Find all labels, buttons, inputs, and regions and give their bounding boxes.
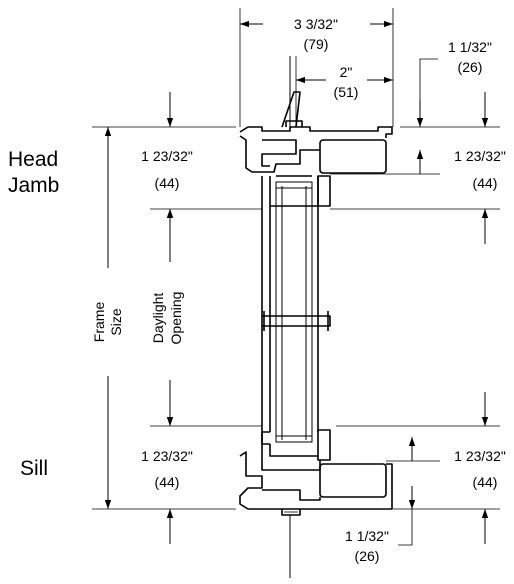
dim-sill-right: 1 23/32" (44) <box>454 392 506 544</box>
dim-head-right: 1 23/32" (44) <box>454 92 506 244</box>
dim-head-right-mm: (44) <box>473 175 498 191</box>
dim-overall-depth-fraction: 3 3/32" <box>294 16 338 32</box>
dim-sill-left-mm: (44) <box>155 474 180 490</box>
dim-sill-setback-fraction: 1 1/32" <box>345 528 389 544</box>
sill-frame-profile <box>239 429 393 510</box>
dim-head-setback-mm: (26) <box>458 59 483 75</box>
dim-sill-right-fraction: 1 23/32" <box>454 448 506 464</box>
dim-head-left: 1 23/32" (44) <box>141 92 193 244</box>
dim-sill-setback-mm: (26) <box>355 548 380 564</box>
dim-sash-depth-fraction: 2" <box>340 64 353 80</box>
dim-head-setback: 1 1/32" (26) <box>416 39 492 174</box>
dim-overall-depth: 3 3/32" (79) <box>240 16 393 52</box>
dim-sill-setback: 1 1/32" (26) <box>345 437 416 564</box>
daylight-opening-label-line-2: Opening <box>168 292 184 345</box>
dim-sill-right-mm: (44) <box>473 474 498 490</box>
dim-sash-depth: 2" (51) <box>296 64 393 100</box>
dim-frame-size: Frame Size <box>91 127 124 509</box>
head-frame-profile <box>239 126 393 207</box>
extension-lines <box>92 8 500 510</box>
head-mullion-stick <box>281 56 303 128</box>
head-jamb-label-line-2: Jamb <box>8 174 59 197</box>
sill-mullion-stick <box>281 509 301 578</box>
dim-head-right-fraction: 1 23/32" <box>454 148 506 164</box>
dim-sill-left-fraction: 1 23/32" <box>141 448 193 464</box>
dim-sill-left: 1 23/32" (44) <box>141 392 193 544</box>
daylight-opening-label-line-1: Daylight <box>150 293 166 344</box>
frame-size-label-line-2: Size <box>108 308 124 335</box>
dim-head-setback-fraction: 1 1/32" <box>448 39 492 55</box>
dim-sash-depth-mm: (51) <box>334 84 359 100</box>
dim-head-left-mm: (44) <box>155 175 180 191</box>
dim-overall-depth-mm: (79) <box>304 36 329 52</box>
sill-label: Sill <box>20 457 48 480</box>
sash-glazing <box>261 176 331 460</box>
head-jamb-label-line-1: Head <box>8 148 58 171</box>
dim-head-left-fraction: 1 23/32" <box>141 148 193 164</box>
dim-daylight-opening: Daylight Opening <box>150 209 184 426</box>
frame-size-label-line-1: Frame <box>91 302 107 343</box>
